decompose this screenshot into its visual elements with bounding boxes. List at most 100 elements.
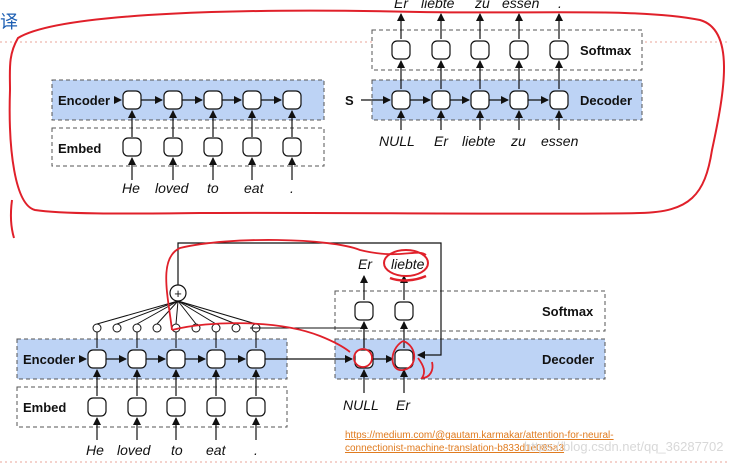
top-embed-cell	[282, 137, 302, 157]
top-input-word: loved	[155, 180, 190, 196]
attention-weight-line	[156, 300, 179, 325]
source-link[interactable]: https://medium.com/@gautam.karmakar/atte…	[345, 430, 614, 454]
top-output-word: zu	[474, 0, 490, 11]
attention-weight-line	[175, 300, 179, 325]
top-output-word: .	[558, 0, 562, 11]
red-decoder-scribble	[391, 340, 434, 379]
bottom-embed-band	[16, 386, 288, 428]
top-encoder-cell	[203, 90, 223, 110]
red-tail-annotation	[9, 199, 15, 239]
top-encoder-cell	[242, 90, 262, 110]
attention-weight-line	[177, 300, 237, 325]
top-arrows	[128, 13, 563, 180]
bottom-softmax-cell	[354, 301, 374, 321]
top-decoder-cell	[391, 90, 411, 110]
attention-weight-node	[132, 323, 142, 333]
attention-weight-node	[211, 323, 221, 333]
top-decoder-input-word: liebte	[462, 133, 496, 149]
top-decoder-input-word: NULL	[379, 133, 415, 149]
context-vector-line	[177, 242, 442, 359]
attention-weight-line	[96, 300, 179, 325]
top-softmax-cell	[470, 40, 490, 60]
top-softmax-nodes	[391, 40, 569, 60]
bottom-softmax-nodes	[354, 301, 414, 321]
attention-weight-node	[112, 323, 122, 333]
top-embed-cell	[242, 137, 262, 157]
bottom-encoder-label: Encoder	[23, 352, 75, 367]
top-decoder-cell	[509, 90, 529, 110]
bottom-red-annotations	[165, 239, 434, 379]
attention-weight-line	[177, 300, 217, 325]
top-softmax-cell	[431, 40, 451, 60]
bottom-embed-label: Embed	[23, 400, 66, 415]
bottom-output-word: Er	[358, 256, 373, 272]
top-embed-cell	[163, 137, 183, 157]
top-encoder-nodes	[122, 90, 302, 110]
top-embed-nodes	[122, 137, 302, 157]
bottom-encoder-cell	[246, 349, 266, 369]
top-embed-band	[51, 127, 325, 167]
bottom-input-word: to	[171, 442, 183, 458]
top-decoder-input-word: zu	[510, 133, 526, 149]
attention-sum-symbol: +	[174, 286, 182, 301]
bottom-encoder-cell	[127, 349, 147, 369]
bottom-embed-cell	[246, 397, 266, 417]
bottom-input-words: He loved to eat .	[86, 442, 258, 458]
bottom-softmax-cell	[394, 301, 414, 321]
bottom-decoder-nodes	[354, 349, 414, 369]
top-decoder-input-word: Er	[434, 133, 449, 149]
top-encoder-cell	[282, 90, 302, 110]
source-link-line2[interactable]: connectionist-machine-translation-b833d1…	[345, 443, 564, 454]
top-encoder-label: Encoder	[58, 93, 110, 108]
top-output-word: liebte	[421, 0, 455, 11]
side-glyph: 译	[0, 12, 18, 32]
bottom-decoder-input-word: Er	[396, 397, 411, 413]
bottom-softmax-band	[334, 290, 606, 332]
top-softmax-cell	[509, 40, 529, 60]
top-input-word: He	[122, 180, 140, 196]
bottom-embed-cell	[206, 397, 226, 417]
red-hidden-state-curve	[171, 322, 351, 353]
top-softmax-band	[371, 29, 643, 71]
bottom-encoder-cell	[206, 349, 226, 369]
bottom-input-word: eat	[206, 442, 227, 458]
watermark: https://blog.csdn.net/qq_36287702	[524, 439, 724, 454]
bottom-decoder-input-word: NULL	[343, 397, 379, 413]
top-output-word: essen	[502, 0, 540, 11]
top-input-words: He loved to eat .	[122, 180, 294, 196]
top-input-word: .	[290, 180, 294, 196]
top-encoder-cell	[163, 90, 183, 110]
top-state-label: S	[345, 93, 354, 108]
top-embed-cell	[203, 137, 223, 157]
bottom-embed-cell	[127, 397, 147, 417]
bottom-decoder-input-words: NULL Er	[343, 397, 411, 413]
attention-weight-node	[231, 323, 241, 333]
top-decoder-cell	[470, 90, 490, 110]
top-decoder-label: Decoder	[580, 93, 632, 108]
red-circle-decoder-first	[353, 348, 373, 368]
top-decoder-cell	[549, 90, 569, 110]
bottom-input-word: He	[86, 442, 104, 458]
top-decoder-cell	[431, 90, 451, 110]
source-link-line1[interactable]: https://medium.com/@gautam.karmakar/atte…	[345, 430, 614, 441]
red-enclosure-annotation	[8, 9, 725, 215]
bottom-decoder-cell	[394, 349, 414, 369]
bottom-embed-nodes	[87, 397, 266, 417]
top-output-words: Er liebte zu essen .	[394, 0, 562, 11]
top-output-word: Er	[394, 0, 409, 11]
bottom-encoder-cell	[166, 349, 186, 369]
bottom-output-word: liebte	[391, 256, 425, 272]
bottom-encoder-cell	[87, 349, 107, 369]
top-decoder-input-word: essen	[541, 133, 579, 149]
top-input-word: eat	[244, 180, 265, 196]
attention-weight-line	[177, 300, 197, 325]
red-circle-liebte	[383, 249, 429, 277]
top-decoder-input-words: NULL Er liebte zu essen	[379, 133, 579, 149]
bottom-decoder-label: Decoder	[542, 352, 594, 367]
top-input-word: to	[207, 180, 219, 196]
attention-weight-node	[92, 323, 102, 333]
bottom-output-words: Er liebte	[358, 256, 425, 272]
top-encoder-cell	[122, 90, 142, 110]
